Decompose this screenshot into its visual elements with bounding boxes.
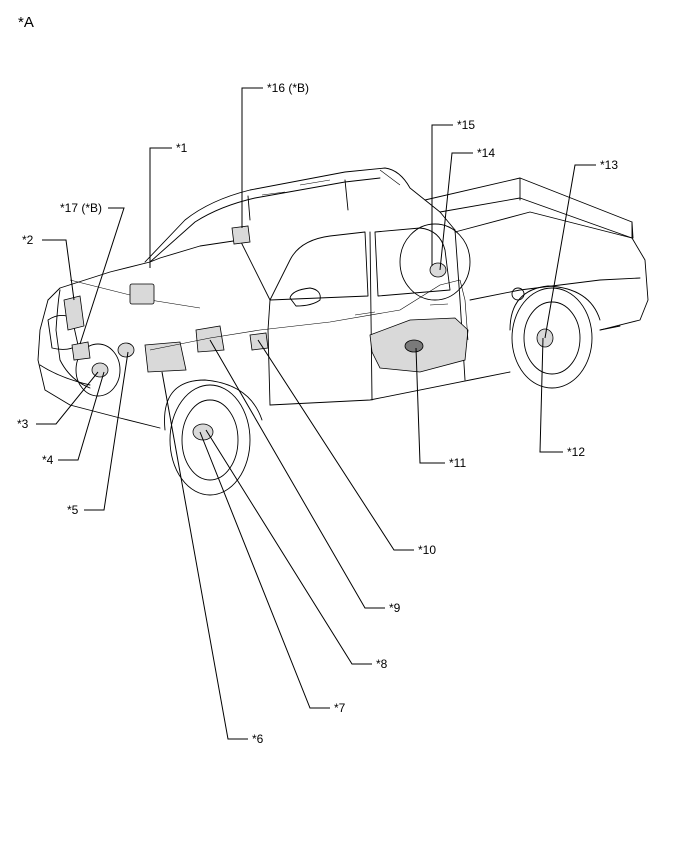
- leader-1: [149, 147, 172, 268]
- leader-2: [42, 239, 75, 301]
- callout-14: *14: [477, 146, 496, 160]
- leader-9: [209, 339, 385, 609]
- leader-7: [199, 431, 330, 709]
- leader-16: [241, 87, 263, 228]
- leader-17: [79, 207, 125, 345]
- callout-7: *7: [334, 701, 346, 715]
- callout-2: *2: [22, 233, 34, 247]
- callout-5: *5: [67, 503, 79, 517]
- callout-3: *3: [17, 417, 29, 431]
- leader-10: [257, 339, 414, 551]
- leader-4: [58, 371, 105, 461]
- leader-14: [439, 152, 473, 271]
- callout-8: *8: [376, 657, 388, 671]
- callout-13: *13: [600, 158, 619, 172]
- callout-17: *17 (*B): [60, 201, 103, 215]
- callout-9: *9: [389, 601, 401, 615]
- leader-6: [161, 371, 248, 740]
- rear-left-wheel: [399, 223, 471, 301]
- front-wheel: [164, 379, 263, 496]
- callout-12: *12: [567, 445, 586, 459]
- callout-4: *4: [42, 453, 54, 467]
- callout-6: *6: [252, 732, 264, 746]
- actuator-component: [71, 341, 91, 361]
- leader-lines: [36, 87, 596, 740]
- components: [63, 225, 469, 373]
- callout-16: *16 (*B): [267, 81, 310, 95]
- callout-11: *11: [449, 456, 467, 470]
- sensor-component: [117, 342, 135, 358]
- callout-1: *1: [176, 141, 188, 155]
- roof-sensor-component: [231, 225, 251, 245]
- leader-11: [415, 347, 445, 464]
- relay-component: [195, 325, 225, 353]
- ecu-component: [129, 283, 155, 305]
- figure-corner-label: *A: [18, 14, 34, 31]
- callout-15: *15: [457, 118, 476, 132]
- leader-5: [84, 351, 129, 511]
- leader-13: [544, 164, 596, 339]
- leader-3: [36, 371, 99, 425]
- leader-12: [539, 337, 563, 453]
- battery-component: [144, 341, 187, 373]
- reservoir-component: [63, 295, 85, 331]
- leader-15: [431, 124, 453, 266]
- leader-8: [205, 429, 372, 665]
- rear-wheel: [509, 285, 601, 389]
- callout-10: *10: [418, 543, 437, 557]
- fuel-pump-component: [404, 339, 424, 353]
- truck-body: [37, 167, 649, 429]
